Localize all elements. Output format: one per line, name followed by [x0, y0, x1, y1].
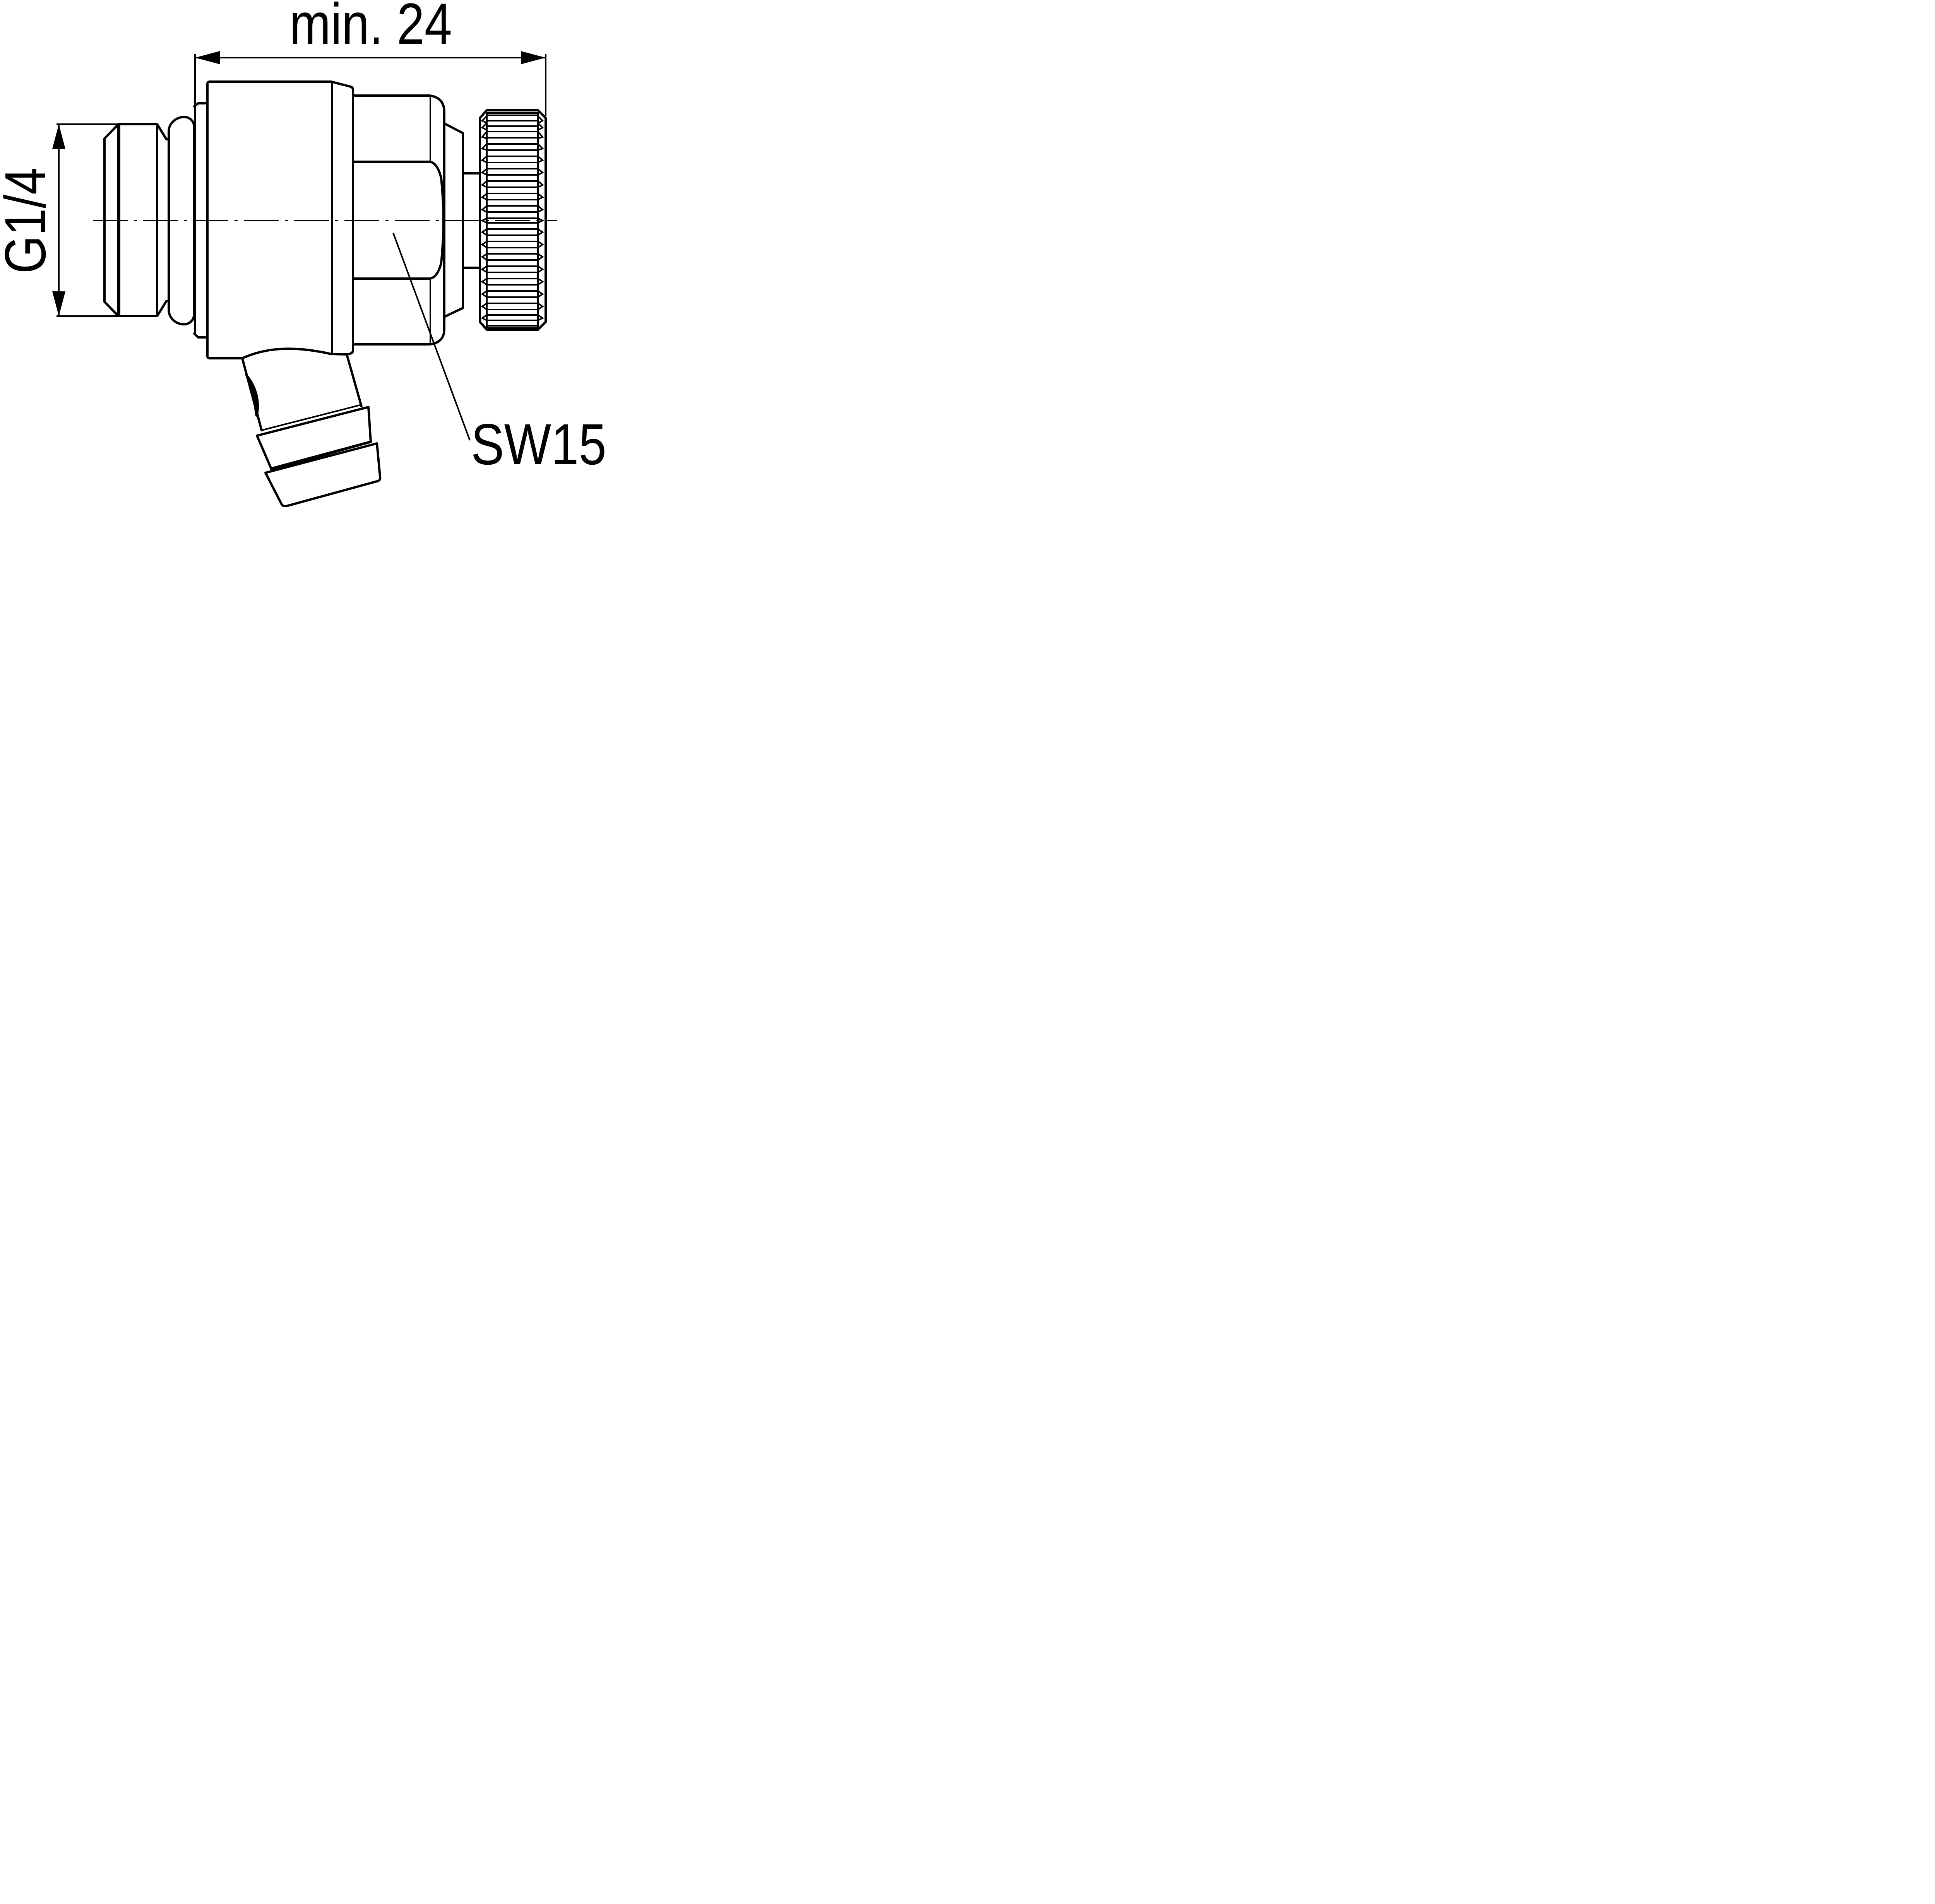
arrowhead-right-icon: [521, 51, 546, 64]
arrowhead-left-icon: [195, 51, 220, 64]
shadow-fill: [245, 372, 259, 417]
main-body: [206, 80, 354, 359]
dimension-thread: G1/4: [0, 123, 118, 317]
neck: [444, 123, 481, 318]
knurl-ridges: [480, 112, 545, 329]
leader-line: [392, 233, 471, 441]
angled-outlet: [241, 353, 382, 507]
arrowhead-top-icon: [52, 124, 65, 149]
dimension-label-wrench-size: SW15: [471, 412, 606, 477]
dimension-wrench-size: SW15: [392, 233, 606, 477]
dimension-label-thread: G1/4: [0, 168, 58, 274]
dimension-label-length: min. 24: [289, 0, 452, 56]
drawing-canvas: min. 24 G1/4: [0, 0, 607, 507]
knurled-cap: [479, 109, 547, 331]
dimension-length: min. 24: [194, 0, 546, 116]
flange: [193, 102, 206, 339]
technical-drawing: min. 24 G1/4: [0, 0, 607, 507]
arrowhead-bottom-icon: [52, 291, 65, 316]
